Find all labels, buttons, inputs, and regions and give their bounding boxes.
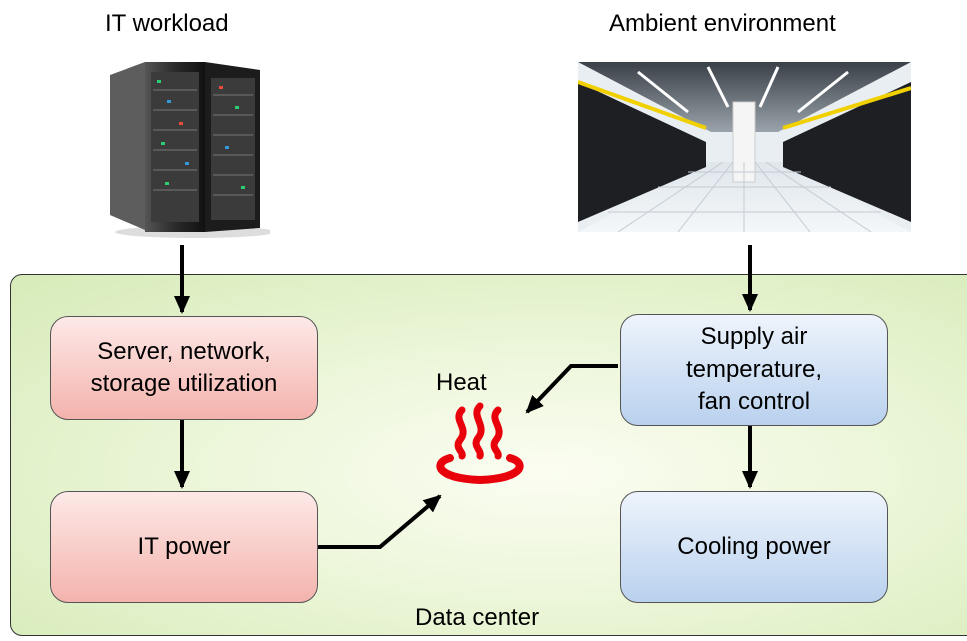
supply-air-box: Supply air temperature, fan control <box>620 314 888 426</box>
it-power-box: IT power <box>50 491 318 603</box>
heat-label: Heat <box>436 369 487 396</box>
ambient-environment-title: Ambient environment <box>609 10 836 37</box>
arrow-it-power-to-heat <box>318 494 442 549</box>
it-workload-title: IT workload <box>105 10 229 37</box>
supply-air-label: Supply air temperature, fan control <box>685 323 823 416</box>
utilization-label: Server, network, storage utilization <box>90 337 278 397</box>
arrow-supply-air-to-heat <box>525 364 618 414</box>
cooling-power-label: Cooling power <box>677 532 831 560</box>
cooling-power-box: Cooling power <box>620 491 888 603</box>
hot-springs-icon <box>436 402 524 485</box>
utilization-box: Server, network, storage utilization <box>50 316 318 420</box>
it-power-label: IT power <box>137 532 231 560</box>
data-center-label: Data center <box>415 604 540 631</box>
data-hall-image <box>578 62 911 232</box>
server-rack-image <box>110 62 270 238</box>
